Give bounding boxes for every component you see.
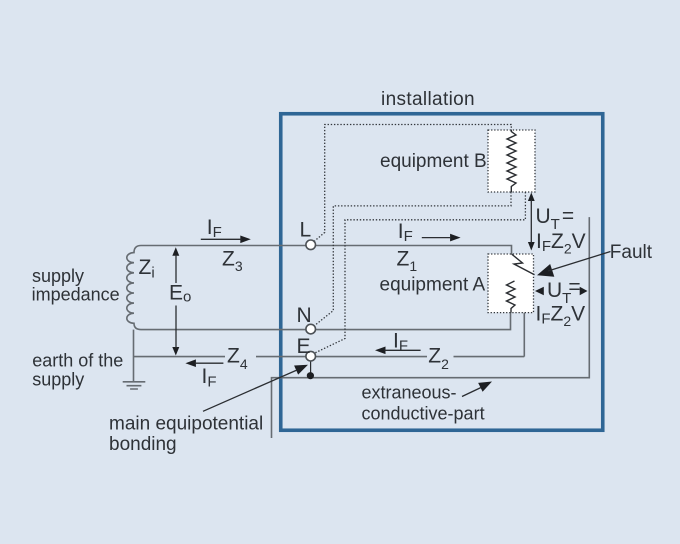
svg-text:equipment B: equipment B [380,151,487,172]
svg-text:IFZ2V: IFZ2V [536,302,586,329]
svg-text:supply: supply [32,266,84,286]
svg-text:supply: supply [32,369,84,389]
svg-text:IFZ2V: IFZ2V [536,230,586,257]
svg-text:installation: installation [381,89,475,110]
svg-text:L: L [300,219,312,242]
svg-text:equipment A: equipment A [380,275,486,296]
svg-text:E: E [297,335,311,358]
svg-text:extraneous-: extraneous- [362,383,457,403]
svg-text:Zi: Zi [139,256,155,282]
svg-text:bonding: bonding [109,434,177,455]
svg-text:main equipotential: main equipotential [109,413,263,434]
svg-text:impedance: impedance [32,285,120,305]
svg-text:N: N [297,304,312,327]
svg-text:conductive-part: conductive-part [362,404,485,424]
svg-text:Fault: Fault [610,242,653,263]
svg-text:earth of the: earth of the [32,351,123,371]
svg-text:UT=: UT= [547,276,581,308]
